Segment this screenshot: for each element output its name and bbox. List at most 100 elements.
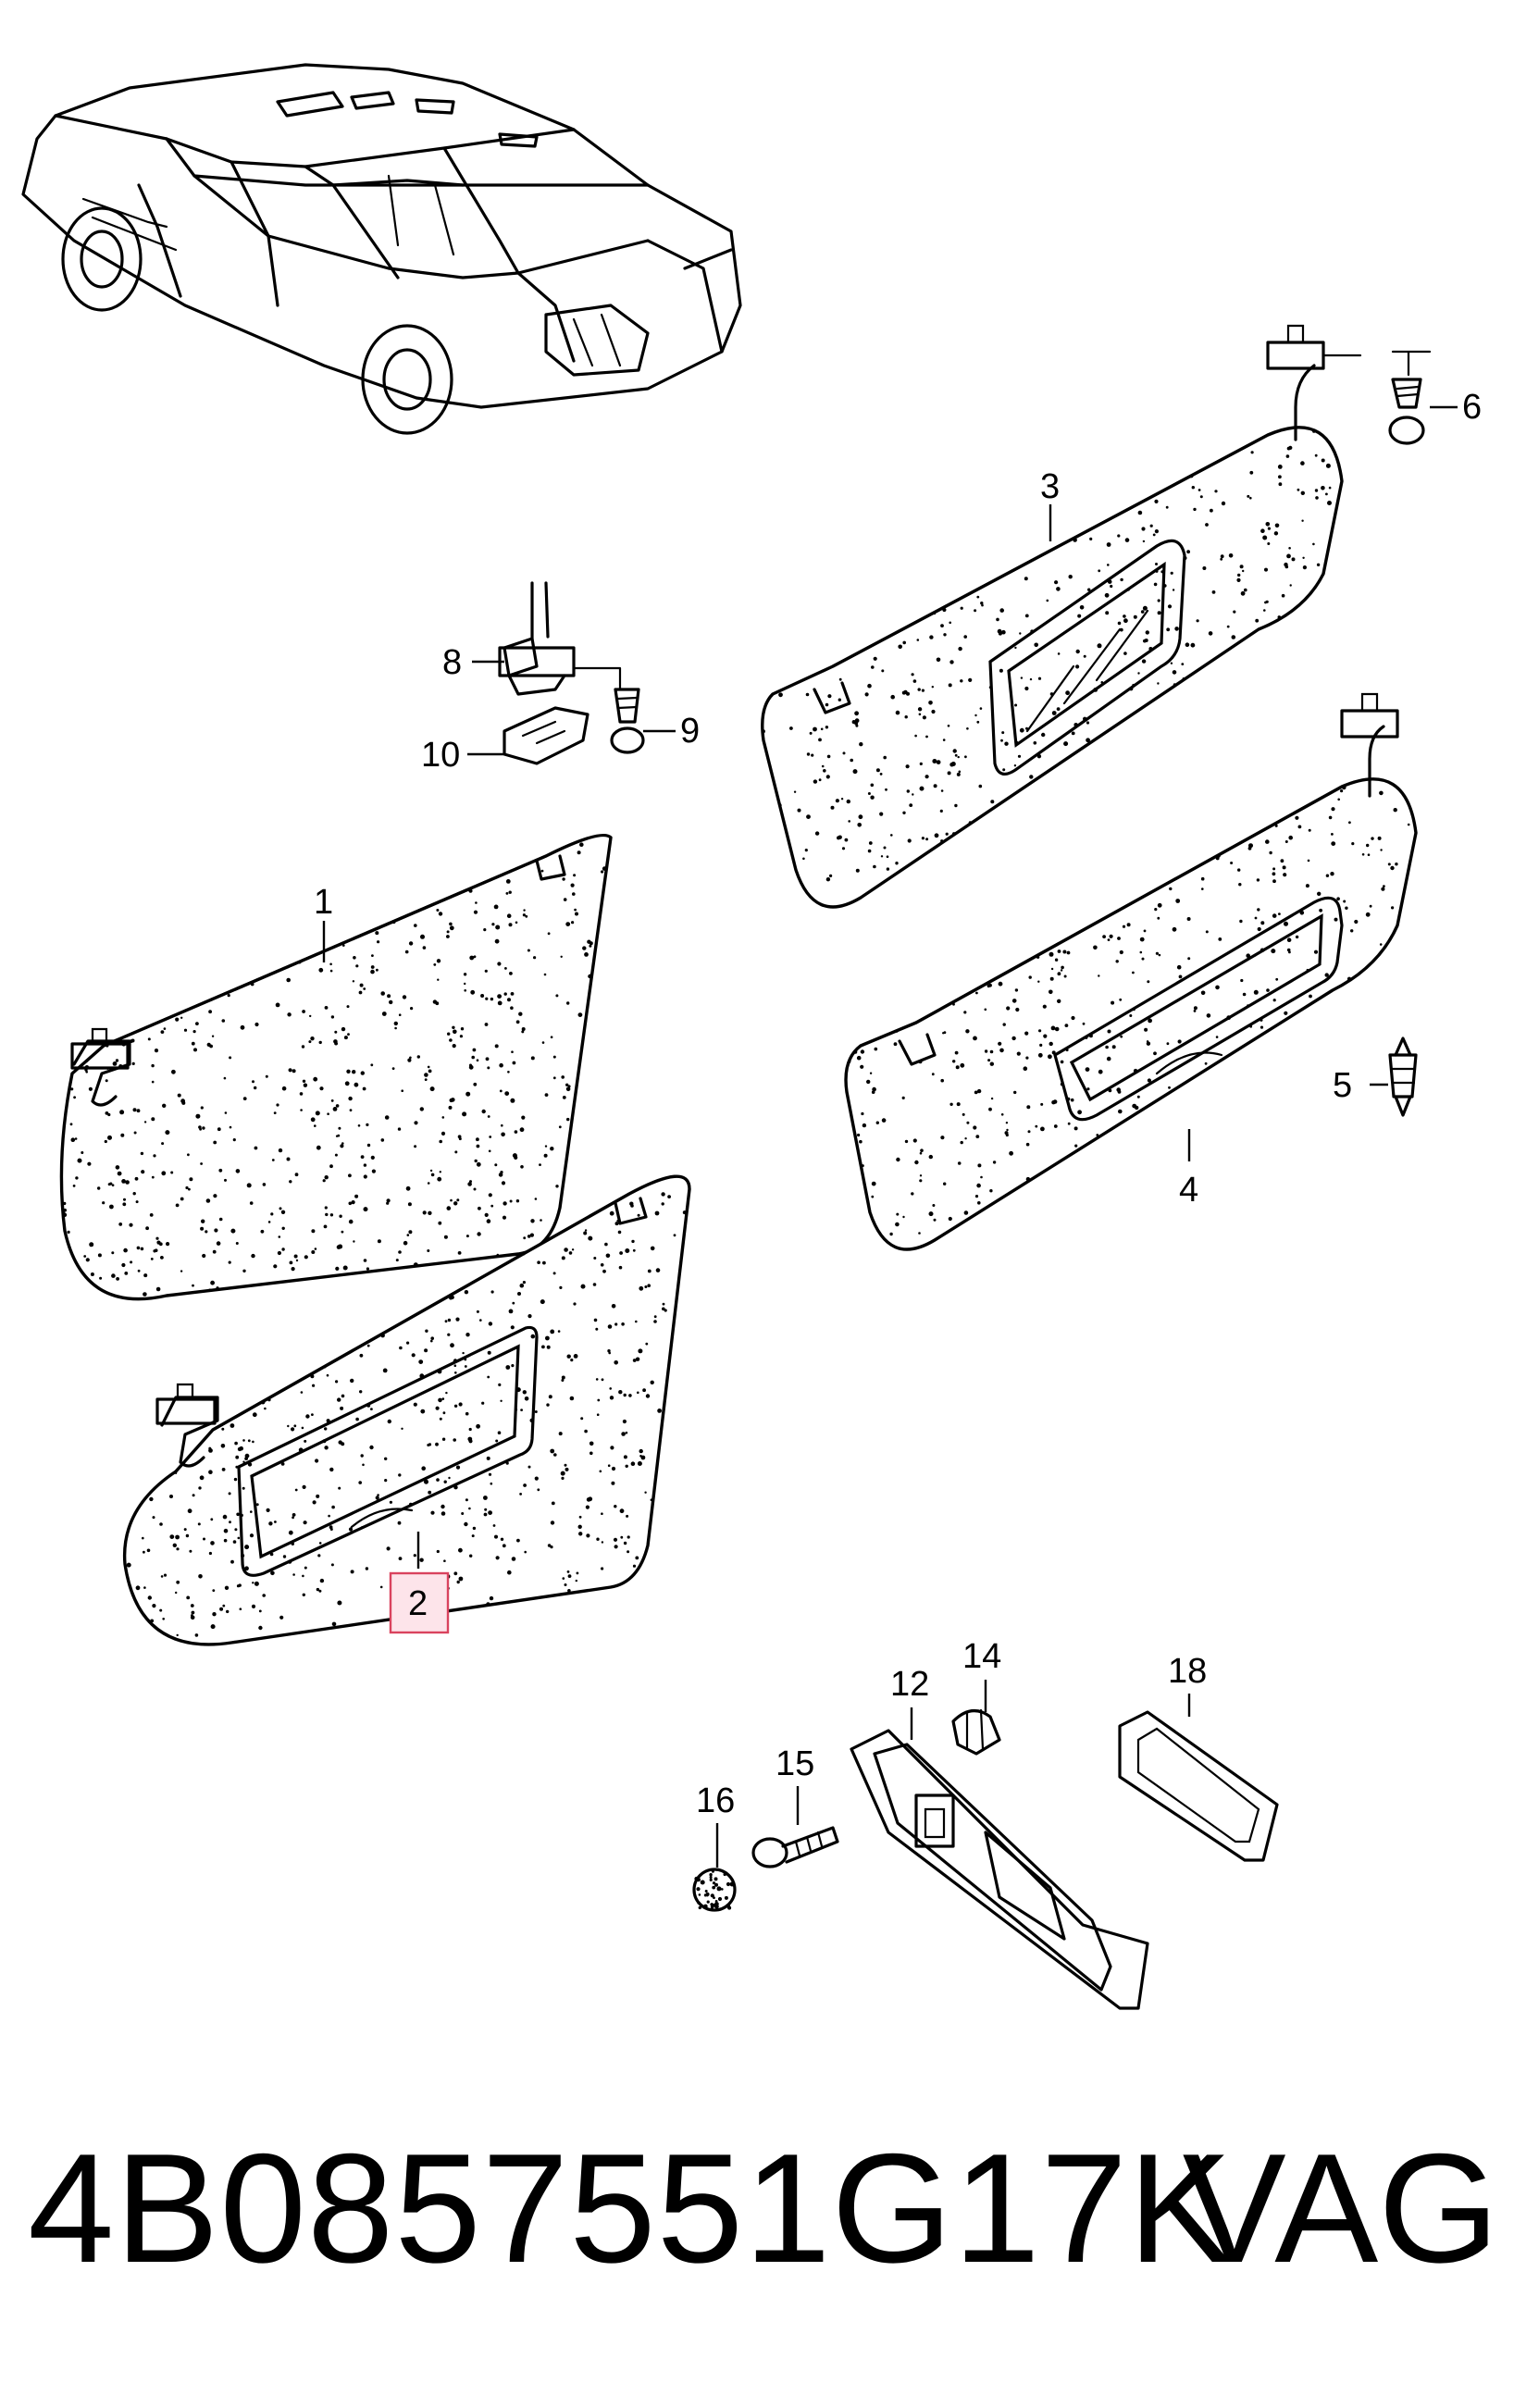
texture-dot <box>120 950 125 953</box>
texture-dot <box>183 1528 187 1532</box>
texture-dot <box>1149 1248 1153 1249</box>
texture-dot <box>186 946 190 950</box>
screw-6[interactable] <box>1388 350 1432 445</box>
callout-18[interactable]: 18 <box>1168 1652 1207 1691</box>
texture-dot <box>544 1632 549 1637</box>
texture-dot <box>214 826 217 830</box>
texture-dot <box>230 866 235 871</box>
texture-dot <box>1293 1135 1296 1138</box>
texture-dot <box>252 1412 257 1418</box>
callout-10[interactable]: 10 <box>421 736 460 775</box>
texture-dot <box>1033 1255 1036 1258</box>
texture-dot <box>1061 900 1065 905</box>
texture-dot <box>111 1184 115 1186</box>
texture-dot <box>176 1580 180 1584</box>
texture-dot <box>1176 964 1182 970</box>
texture-dot <box>369 1445 374 1450</box>
texture-dot <box>846 799 850 804</box>
texture-dot <box>199 1127 203 1131</box>
callout-8[interactable]: 8 <box>442 643 462 682</box>
texture-dot <box>623 1393 627 1397</box>
cover-10[interactable] <box>503 706 589 765</box>
texture-dot <box>1000 739 1003 742</box>
callout-3[interactable]: 3 <box>1040 467 1060 506</box>
texture-dot <box>1001 840 1005 844</box>
texture-dot <box>1154 908 1158 912</box>
bulb-5[interactable] <box>1388 1036 1418 1117</box>
texture-dot <box>1272 872 1276 876</box>
texture-dot <box>1077 779 1081 783</box>
texture-dot <box>525 914 528 918</box>
texture-dot <box>191 907 194 911</box>
callout-9[interactable]: 9 <box>680 712 700 751</box>
texture-dot <box>311 925 314 928</box>
texture-dot <box>1048 1054 1052 1060</box>
texture-dot <box>422 1210 427 1215</box>
texture-dot <box>860 494 863 499</box>
texture-dot <box>941 999 946 1003</box>
texture-dot <box>601 1541 604 1544</box>
texture-dot <box>1346 439 1349 442</box>
texture-dot <box>974 609 977 613</box>
callout-15[interactable]: 15 <box>776 1744 814 1783</box>
texture-dot <box>899 986 902 989</box>
texture-dot <box>907 838 912 843</box>
texture-dot <box>814 831 820 836</box>
texture-dot <box>468 1507 471 1510</box>
texture-dot <box>519 1283 525 1288</box>
texture-dot <box>970 570 974 574</box>
texture-dot <box>360 1155 365 1159</box>
texture-dot <box>468 1439 473 1444</box>
texture-dot <box>840 798 844 801</box>
texture-dot <box>433 855 439 860</box>
texture-dot <box>125 835 130 836</box>
texture-dot <box>462 1111 467 1117</box>
texture-dot <box>594 1148 599 1152</box>
texture-dot <box>1048 903 1052 908</box>
cap-16[interactable] <box>692 1868 737 1912</box>
texture-dot <box>684 1545 688 1548</box>
holder-8[interactable] <box>498 581 622 696</box>
texture-dot <box>185 1185 189 1190</box>
callout-1[interactable]: 1 <box>314 883 333 922</box>
texture-dot <box>1272 913 1277 918</box>
texture-dot <box>660 1528 663 1532</box>
texture-dot <box>927 561 932 565</box>
texture-dot <box>1049 989 1053 995</box>
screw-9[interactable] <box>610 688 645 754</box>
texture-dot <box>1210 508 1213 513</box>
callout-12[interactable]: 12 <box>890 1665 929 1704</box>
texture-dot <box>1215 1036 1219 1038</box>
callout-5[interactable]: 5 <box>1333 1066 1352 1105</box>
callout-4[interactable]: 4 <box>1179 1171 1198 1210</box>
texture-dot <box>919 891 924 897</box>
texture-dot <box>1268 712 1272 715</box>
sun-visor-plain-left[interactable] <box>54 826 621 1315</box>
callout-14[interactable]: 14 <box>962 1637 1001 1676</box>
texture-dot <box>1123 1194 1127 1198</box>
mirror-frame-12[interactable] <box>850 1729 1149 2010</box>
texture-dot <box>424 1073 428 1077</box>
texture-dot <box>945 832 949 836</box>
callout-16[interactable]: 16 <box>696 1781 735 1820</box>
clip-14[interactable] <box>951 1708 1001 1756</box>
texture-dot <box>1033 741 1037 745</box>
texture-dot <box>302 1574 304 1578</box>
texture-dot <box>502 1215 507 1220</box>
texture-dot <box>567 1574 572 1578</box>
texture-dot <box>302 869 307 875</box>
texture-dot <box>438 1658 442 1663</box>
callout-6[interactable]: 6 <box>1462 388 1482 427</box>
texture-dot <box>943 1182 947 1185</box>
screw-15[interactable] <box>751 1826 839 1868</box>
texture-dot <box>827 913 830 916</box>
texture-dot <box>1086 1257 1088 1260</box>
texture-dot <box>132 1314 136 1319</box>
texture-dot <box>452 1280 457 1285</box>
texture-dot <box>524 1396 529 1401</box>
callout-2[interactable]: 2 <box>408 1584 428 1623</box>
lens-18[interactable] <box>1118 1710 1279 1862</box>
texture-dot <box>1229 799 1234 803</box>
texture-dot <box>117 973 119 975</box>
texture-dot <box>169 1495 173 1498</box>
